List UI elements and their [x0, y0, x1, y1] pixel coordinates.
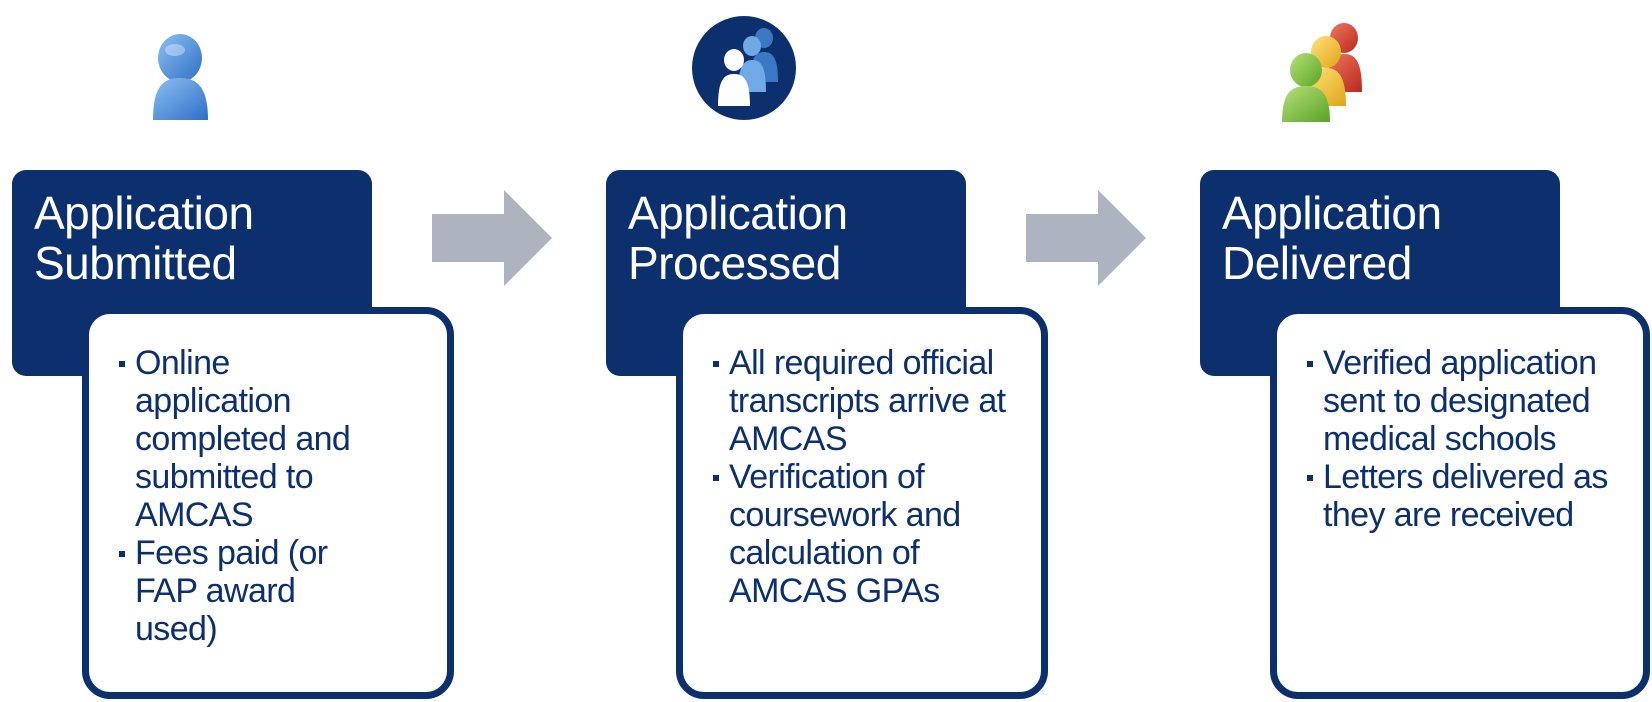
bullet-item: Fees paid (or FAP award used) [119, 534, 355, 648]
group-circle-icon [686, 8, 816, 126]
bullet-text: All required official transcripts arrive… [729, 344, 1006, 458]
colored-group-icon [1256, 8, 1386, 126]
right-arrow-icon [432, 190, 558, 286]
bullet-list: All required official transcripts arrive… [713, 344, 1023, 610]
bullet-item: Verified application sent to designated … [1307, 344, 1613, 458]
bullet-dot [119, 551, 125, 557]
bullet-dot [713, 361, 719, 367]
stage-title-line1: Application [1222, 187, 1442, 239]
stage-title-line2: Processed [628, 237, 841, 289]
bullet-text: Fees paid (or FAP award used) [135, 534, 328, 648]
bullet-text: Verification of coursework and calculati… [729, 458, 961, 610]
stage-detail-box: All required official transcripts arrive… [676, 307, 1048, 699]
bullet-text: Verified application sent to designated … [1323, 344, 1597, 458]
bullet-list: Verified application sent to designated … [1307, 344, 1625, 534]
bullet-item: Online application completed and submitt… [119, 344, 355, 534]
bullet-text: Letters delivered as they are received [1323, 458, 1608, 534]
stage-detail-box: Online application completed and submitt… [82, 307, 454, 699]
bullet-item: All required official transcripts arrive… [713, 344, 1025, 458]
bullet-text: Online application completed and submitt… [135, 344, 351, 534]
bullet-list: Online application completed and submitt… [119, 344, 429, 648]
bullet-dot [1307, 361, 1313, 367]
stage-title-line1: Application [34, 187, 254, 239]
bullet-item: Letters delivered as they are received [1307, 458, 1613, 534]
stage-title-line1: Application [628, 187, 848, 239]
stage-submitted: Application Submitted Online application… [0, 0, 560, 702]
stage-detail-box: Verified application sent to designated … [1270, 307, 1650, 699]
right-arrow-icon [1026, 190, 1152, 286]
bullet-dot [1307, 475, 1313, 481]
bullet-dot [119, 361, 125, 367]
stage-processed: Application Processed All required offic… [594, 0, 1154, 702]
stage-title-line2: Submitted [34, 237, 237, 289]
stage-title-box: Application Processed [606, 170, 966, 376]
stage-title-line2: Delivered [1222, 237, 1412, 289]
bullet-dot [713, 475, 719, 481]
bullet-item: Verification of coursework and calculati… [713, 458, 1025, 610]
stage-delivered: Application Delivered Verified applicati… [1188, 0, 1652, 702]
single-person-icon [120, 8, 250, 126]
